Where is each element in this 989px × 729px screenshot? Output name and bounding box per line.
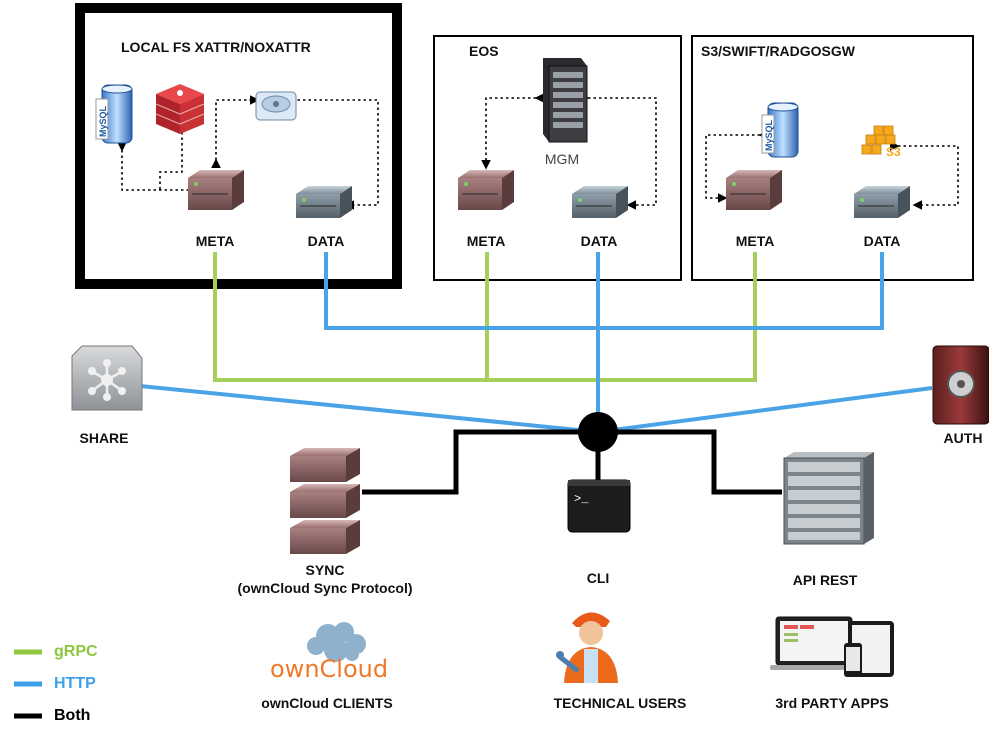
s3-meta-server-icon [726, 170, 782, 210]
s3-data-label: DATA [863, 233, 901, 249]
devices-icon [770, 616, 894, 677]
local-data-label: DATA [307, 233, 345, 249]
sync-label: SYNC [305, 562, 345, 578]
svg-text:MySQL: MySQL [764, 119, 774, 151]
local-meta-label: META [195, 233, 235, 249]
auth-label: AUTH [943, 430, 983, 446]
s3-panel [691, 35, 974, 281]
s3-meta-label: META [735, 233, 775, 249]
svg-text:MySQL: MySQL [98, 105, 108, 137]
hard-disk-icon [255, 91, 297, 121]
share-icon [71, 345, 143, 411]
legend-http-label: HTTP [54, 675, 96, 692]
eos-data-label: DATA [580, 233, 618, 249]
technician-icon [556, 612, 618, 683]
api-rest-label: API REST [792, 572, 858, 588]
hub-node [578, 412, 618, 452]
owncloud-clients-label: ownCloud CLIENTS [261, 695, 393, 711]
technical-users-label: TECHNICAL USERS [553, 695, 687, 711]
svg-text:>_: >_ [574, 492, 589, 506]
svg-text:S3: S3 [886, 145, 901, 159]
legend [14, 649, 42, 719]
auth-safe-icon [932, 345, 989, 425]
eos-meta-label: META [466, 233, 506, 249]
mgm-server-icon [543, 58, 588, 143]
eos-title: EOS [469, 43, 499, 59]
cli-label: CLI [586, 570, 610, 586]
local-data-server-icon [296, 186, 352, 218]
terminal-icon: >_ [567, 479, 631, 533]
eos-links [481, 93, 657, 210]
legend-grpc-label: gRPC [54, 643, 98, 660]
local-meta-server-icon [188, 170, 244, 210]
legend-both-label: Both [54, 707, 91, 724]
eos-data-server-icon [572, 186, 628, 218]
mysql-db-icon: MySQL [95, 84, 133, 144]
api-server-rack-icon [783, 452, 874, 545]
eos-meta-server-icon [458, 170, 514, 210]
grpc-connections [213, 252, 757, 382]
s3-data-server-icon [854, 186, 910, 218]
http-connections [139, 252, 933, 434]
third-party-apps-label: 3rd PARTY APPS [775, 695, 889, 711]
sync-subtitle: (ownCloud Sync Protocol) [237, 580, 413, 596]
s3-links [705, 130, 959, 210]
s3-mysql-db-icon: MySQL [761, 102, 799, 158]
local-fs-links [117, 95, 379, 210]
sync-server-stack-icon [290, 448, 360, 554]
local-fs-title: LOCAL FS XATTR/NOXATTR [121, 39, 311, 55]
aws-s3-icon: S3 [861, 125, 901, 159]
s3-title: S3/SWIFT/RADGOSGW [701, 43, 855, 59]
mgm-label: MGM [544, 151, 580, 167]
share-label: SHARE [79, 430, 129, 446]
redis-icon [155, 84, 205, 134]
owncloud-logo: ownCloud [270, 622, 388, 683]
svg-text:ownCloud: ownCloud [270, 655, 388, 683]
